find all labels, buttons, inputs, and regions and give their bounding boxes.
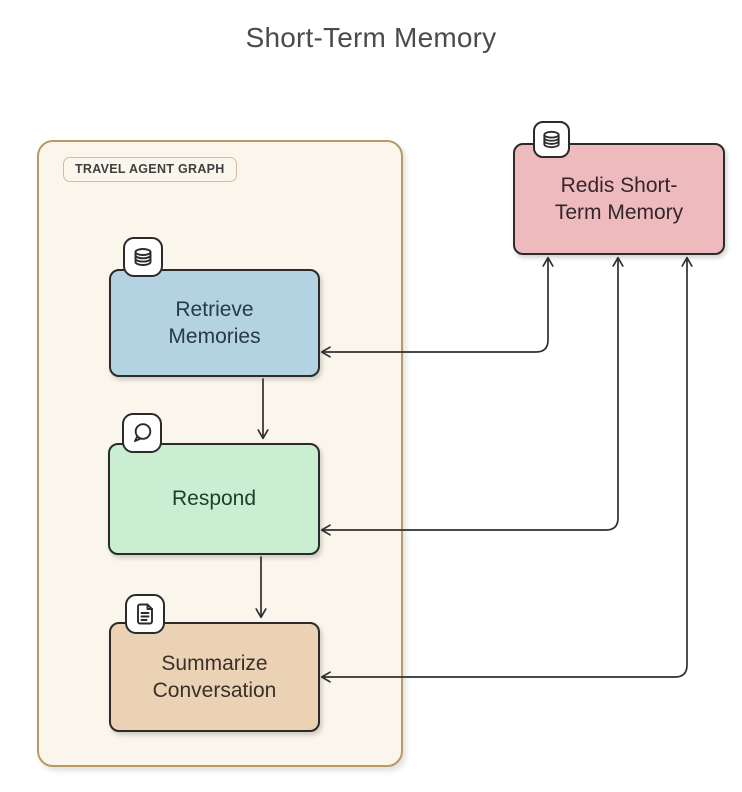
travel-agent-graph-label: TRAVEL AGENT GRAPH xyxy=(63,157,237,182)
page-title: Short-Term Memory xyxy=(245,22,497,53)
node-respond: Respond xyxy=(108,413,320,555)
node-label: Retrieve Memories xyxy=(168,297,261,348)
node-retrieve-memories: Retrieve Memories xyxy=(109,237,320,377)
node-label: Redis Short- Term Memory xyxy=(554,173,684,224)
chat-bubble-icon-badge xyxy=(122,413,162,453)
database-icon xyxy=(134,248,152,266)
database-icon-badge xyxy=(533,121,570,158)
document-icon xyxy=(137,603,153,625)
database-icon xyxy=(543,130,560,149)
chat-bubble-icon xyxy=(134,423,152,442)
document-icon-badge xyxy=(125,594,165,634)
node-label: Summarize Conversation xyxy=(152,651,277,702)
node-label: Respond xyxy=(171,487,257,511)
node-summarize-conversation: Summarize Conversation xyxy=(109,594,320,732)
node-redis-short-term-memory: Redis Short- Term Memory xyxy=(513,121,725,255)
database-icon-badge xyxy=(123,237,163,277)
